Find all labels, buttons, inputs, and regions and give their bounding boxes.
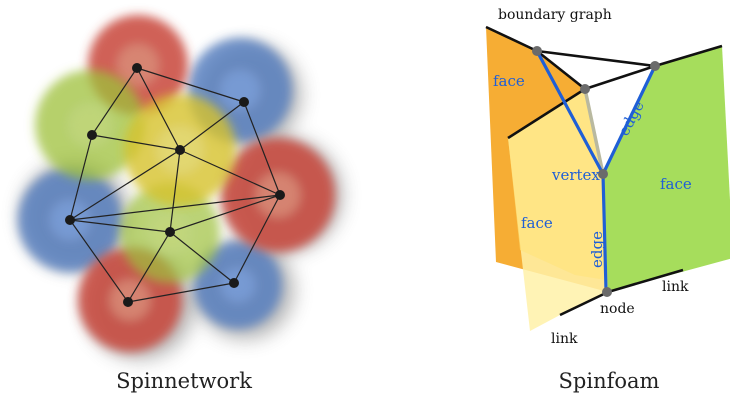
spinfoam-diagram: boundary graph face face face edge edge … xyxy=(485,7,730,347)
label-vertex: vertex xyxy=(551,166,600,184)
spinfoam-caption: Spinfoam xyxy=(559,369,660,393)
spinnetwork-node xyxy=(123,297,133,307)
spinnetwork-node xyxy=(229,278,239,288)
edge-blue-right xyxy=(601,64,657,176)
spinnetwork-node xyxy=(132,63,142,73)
spinnetwork-node xyxy=(65,215,75,225)
boundary-node xyxy=(650,61,660,71)
spinnetwork-node xyxy=(87,130,97,140)
label-edge-lower: edge xyxy=(588,231,606,268)
label-link-bottom: link xyxy=(551,331,578,347)
boundary-node xyxy=(580,84,590,94)
face-green xyxy=(603,46,730,292)
label-face-middle: face xyxy=(521,214,553,232)
spinnetwork-node xyxy=(175,145,185,155)
spinfoam-nodes xyxy=(532,46,660,297)
spinnetwork-links xyxy=(69,67,281,303)
spinnetwork-node xyxy=(275,190,285,200)
spinnetwork-node xyxy=(165,227,175,237)
spinnetwork-caption: Spinnetwork xyxy=(116,369,252,393)
label-node: node xyxy=(600,301,635,317)
boundary-graph-lines xyxy=(485,25,723,317)
label-boundary-graph: boundary graph xyxy=(498,7,612,23)
spinnetwork-diagram xyxy=(18,15,343,360)
edge-blue-left xyxy=(535,49,605,176)
boundary-node xyxy=(532,46,542,56)
label-face-right: face xyxy=(660,175,692,193)
edge-grey xyxy=(583,88,605,175)
edge-blue-vertical xyxy=(601,172,608,292)
spinnetwork-nodes xyxy=(65,63,285,307)
label-face-left: face xyxy=(493,72,525,90)
spinfoam-edges xyxy=(535,49,657,292)
node-point xyxy=(602,287,612,297)
vertex-point xyxy=(598,169,608,179)
label-link-right: link xyxy=(662,279,689,295)
spinnetwork-node xyxy=(239,97,249,107)
